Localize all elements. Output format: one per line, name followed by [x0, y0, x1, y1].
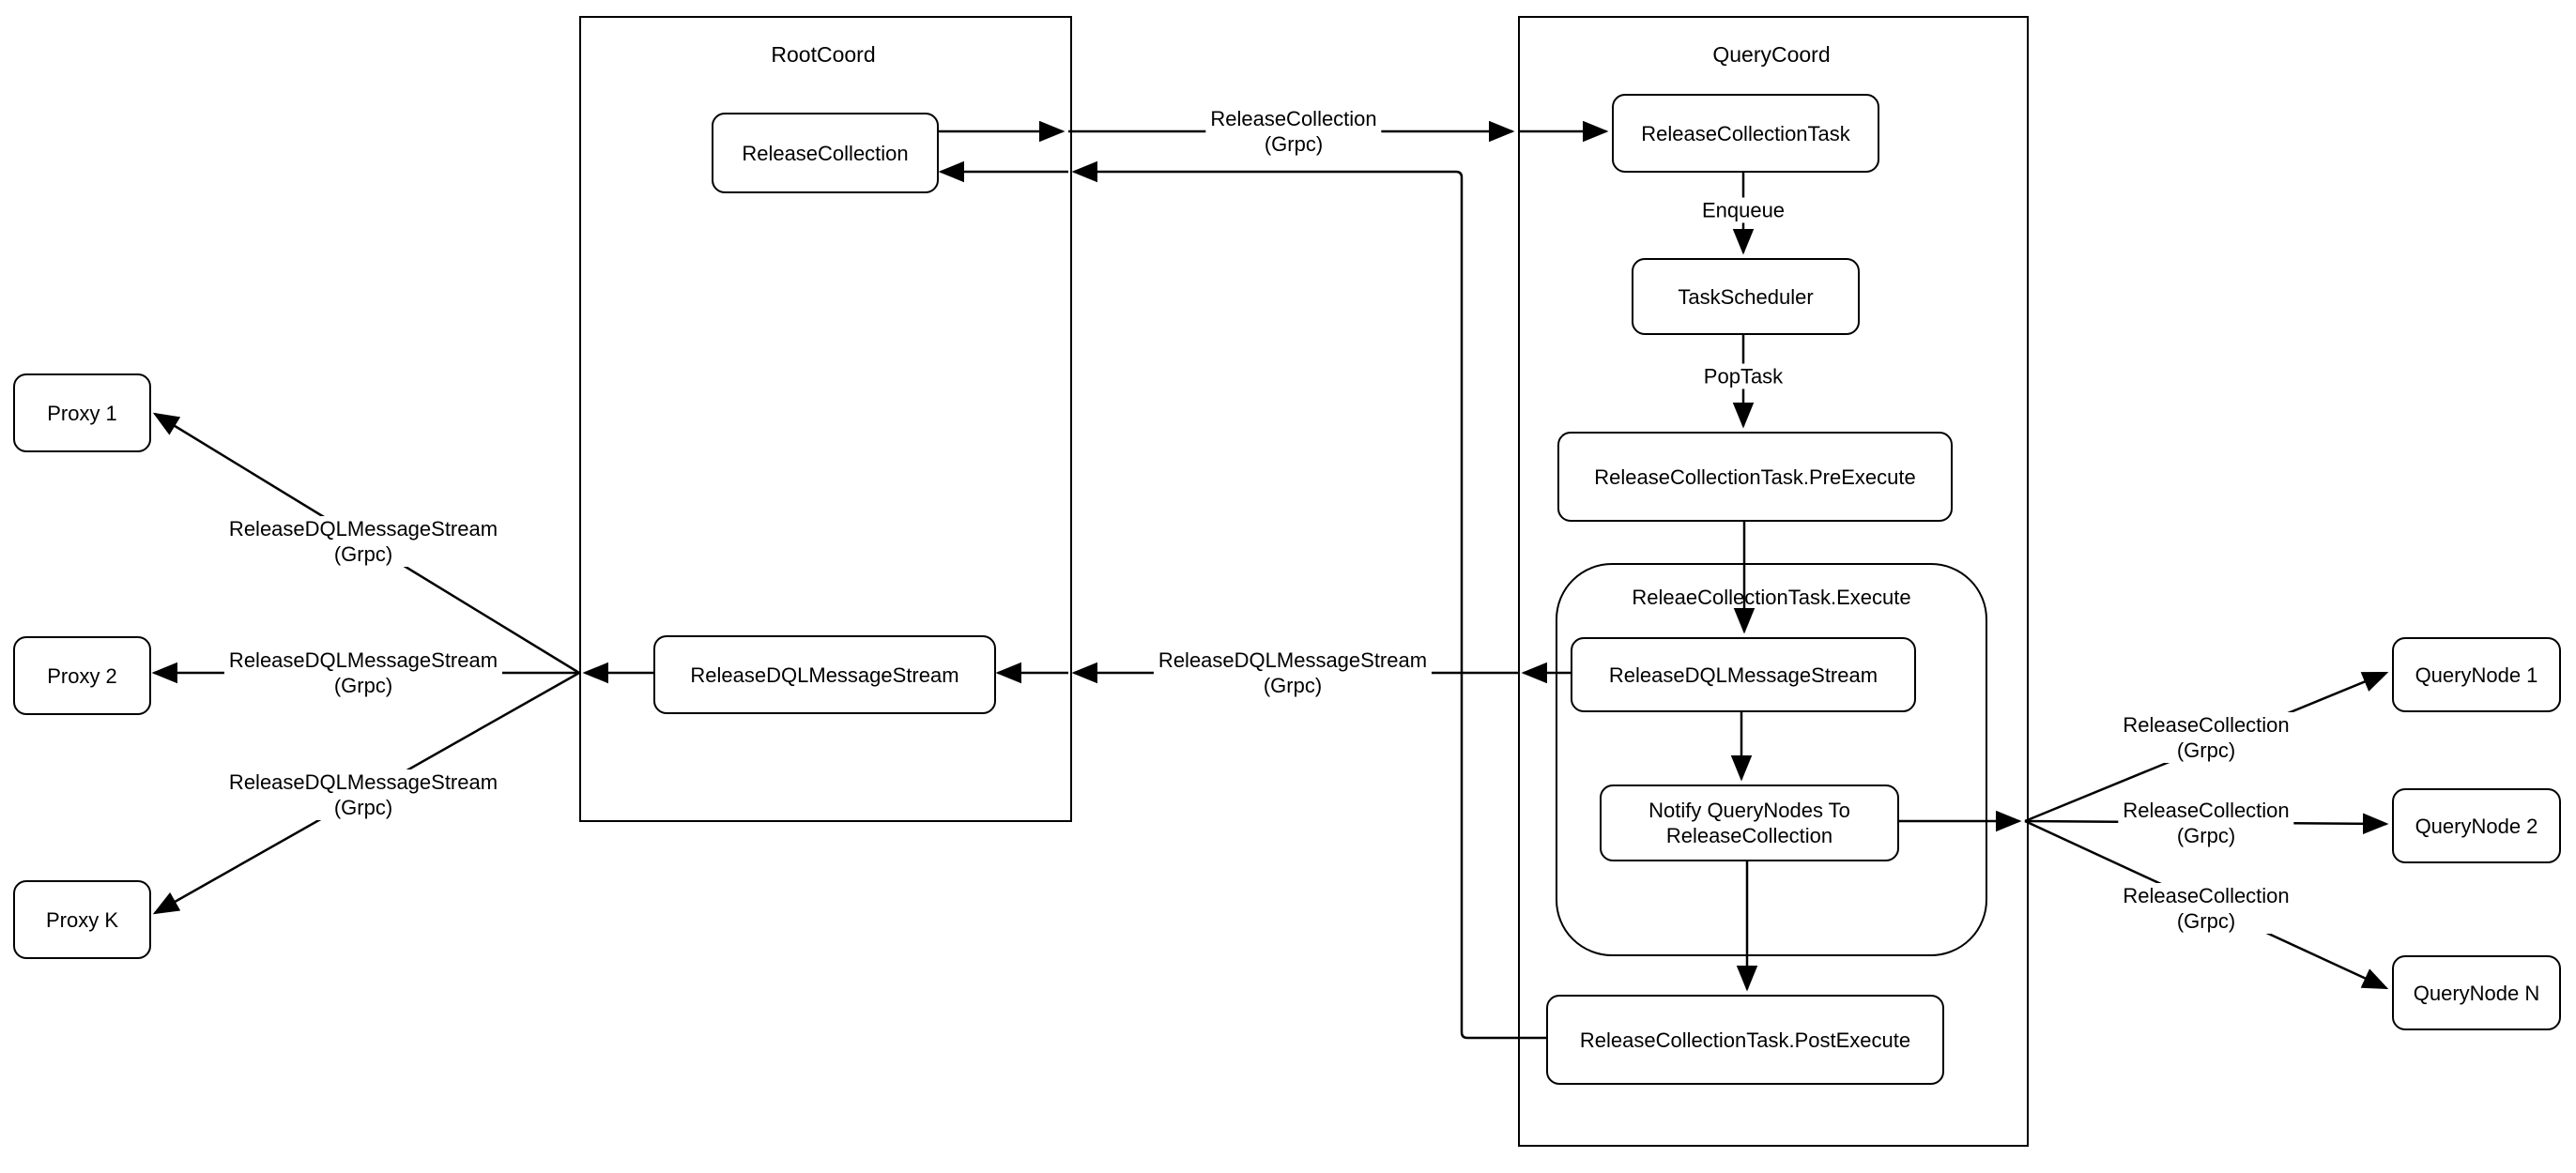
edge-label-right-bottom: ReleaseCollection (Grpc): [2118, 883, 2294, 934]
edge-label-right-top-line2: (Grpc): [2176, 739, 2236, 762]
edge-label-left-bottom-line2: (Grpc): [333, 796, 393, 819]
node-root-release-dql-message-stream: ReleaseDQLMessageStream: [653, 635, 996, 714]
node-querynode-n: QueryNode N: [2392, 955, 2561, 1030]
node-release-collection: ReleaseCollection: [712, 113, 939, 193]
rootcoord-container: [579, 16, 1072, 822]
node-release-collection-task: ReleaseCollectionTask: [1612, 94, 1879, 173]
edge-label-left-mid-line1: ReleaseDQLMessageStream: [228, 648, 498, 672]
edge-label-left-top: ReleaseDQLMessageStream (Grpc): [223, 516, 503, 567]
edge-label-left-mid: ReleaseDQLMessageStream (Grpc): [223, 647, 503, 698]
edge-label-right-mid: ReleaseCollection (Grpc): [2118, 798, 2294, 848]
node-proxy-2: Proxy 2: [13, 636, 151, 715]
edge-label-right-top-line1: ReleaseCollection: [2123, 713, 2290, 737]
edge-label-top-grpc-line1: ReleaseCollection: [1210, 107, 1377, 130]
notify-line1: Notify QueryNodes To: [1648, 799, 1850, 822]
edge-label-right-top: ReleaseCollection (Grpc): [2118, 712, 2294, 763]
node-notify-querynodes: Notify QueryNodes To ReleaseCollection: [1600, 785, 1899, 861]
edge-label-right-mid-line2: (Grpc): [2176, 824, 2236, 847]
node-execute-release-dql-message-stream: ReleaseDQLMessageStream: [1571, 637, 1916, 712]
edge-label-poptask: PopTask: [1698, 363, 1788, 389]
edge-label-mid-grpc: ReleaseDQLMessageStream (Grpc): [1153, 647, 1433, 698]
node-proxy-1: Proxy 1: [13, 373, 151, 452]
querycoord-container: [1518, 16, 2029, 1147]
edge-label-right-bottom-line1: ReleaseCollection: [2123, 884, 2290, 907]
edge-label-top-grpc-line2: (Grpc): [1264, 132, 1324, 156]
edge-postexecute-return: [1071, 160, 1546, 1040]
edge-label-mid-grpc-line2: (Grpc): [1263, 674, 1323, 697]
rootcoord-title: RootCoord: [771, 42, 876, 67]
edge-label-left-bottom-line1: ReleaseDQLMessageStream: [228, 770, 498, 794]
node-postexecute: ReleaseCollectionTask.PostExecute: [1546, 995, 1944, 1085]
edge-label-mid-grpc-line1: ReleaseDQLMessageStream: [1158, 648, 1428, 672]
notify-line2: ReleaseCollection: [1665, 824, 1833, 847]
node-proxy-k: Proxy K: [13, 880, 151, 959]
edge-label-enqueue: Enqueue: [1696, 197, 1790, 223]
execute-group-title: ReleaeCollectionTask.Execute: [1632, 586, 1911, 609]
edge-label-top-grpc: ReleaseCollection (Grpc): [1205, 106, 1382, 157]
node-querynode-2: QueryNode 2: [2392, 788, 2561, 863]
edge-label-left-bottom: ReleaseDQLMessageStream (Grpc): [223, 769, 503, 820]
node-querynode-1: QueryNode 1: [2392, 637, 2561, 712]
node-task-scheduler: TaskScheduler: [1632, 258, 1860, 335]
edge-label-right-bottom-line2: (Grpc): [2176, 909, 2236, 933]
querycoord-title: QueryCoord: [1712, 42, 1831, 67]
node-preexecute: ReleaseCollectionTask.PreExecute: [1557, 432, 1953, 522]
edge-label-left-mid-line2: (Grpc): [333, 674, 393, 697]
edge-label-left-top-line2: (Grpc): [333, 542, 393, 566]
edge-label-right-mid-line1: ReleaseCollection: [2123, 799, 2290, 822]
execute-group-container: [1556, 563, 1987, 956]
edge-label-left-top-line1: ReleaseDQLMessageStream: [228, 517, 498, 541]
